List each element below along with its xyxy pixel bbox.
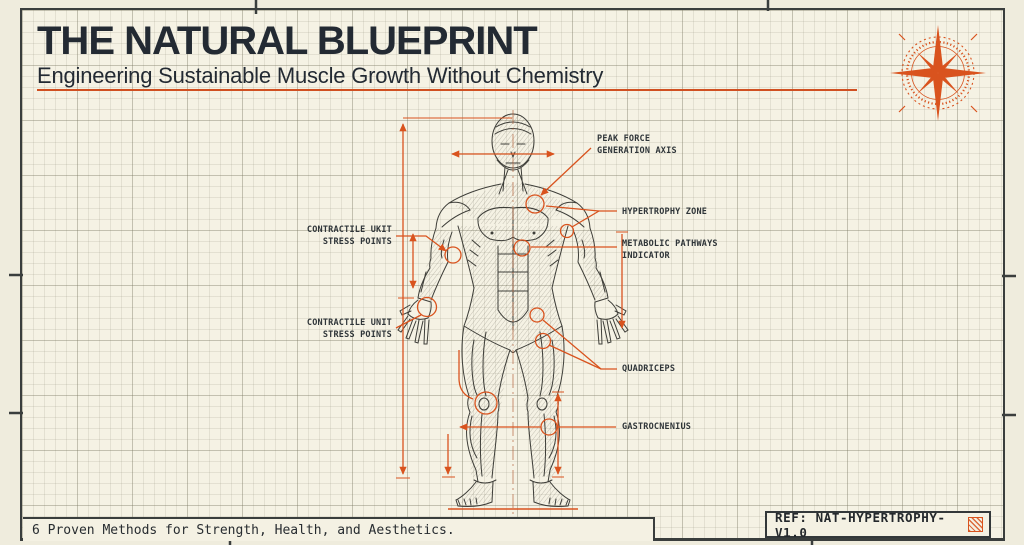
label-gastrocnemius: GASTROCNENIUS xyxy=(622,422,692,432)
footer-band: 6 Proven Methods for Strength, Health, a… xyxy=(23,517,655,541)
label-quadriceps: QUADRICEPS xyxy=(622,364,676,374)
ref-box: REF: NAT-HYPERTROPHY-V1.0 xyxy=(765,509,991,540)
ref-label: REF: NAT-HYPERTROPHY-V1.0 xyxy=(775,509,946,540)
title-underline xyxy=(37,89,857,91)
title-block: THE NATURAL BLUEPRINT Engineering Sustai… xyxy=(37,20,603,89)
page-title: THE NATURAL BLUEPRINT xyxy=(37,19,538,63)
label-hypertrophy-zone: HYPERTROPHY ZONE xyxy=(622,207,708,217)
hatch-swatch-icon xyxy=(968,517,983,532)
footer-note: 6 Proven Methods for Strength, Health, a… xyxy=(32,522,455,538)
page-subtitle: Engineering Sustainable Muscle Growth Wi… xyxy=(37,63,604,88)
